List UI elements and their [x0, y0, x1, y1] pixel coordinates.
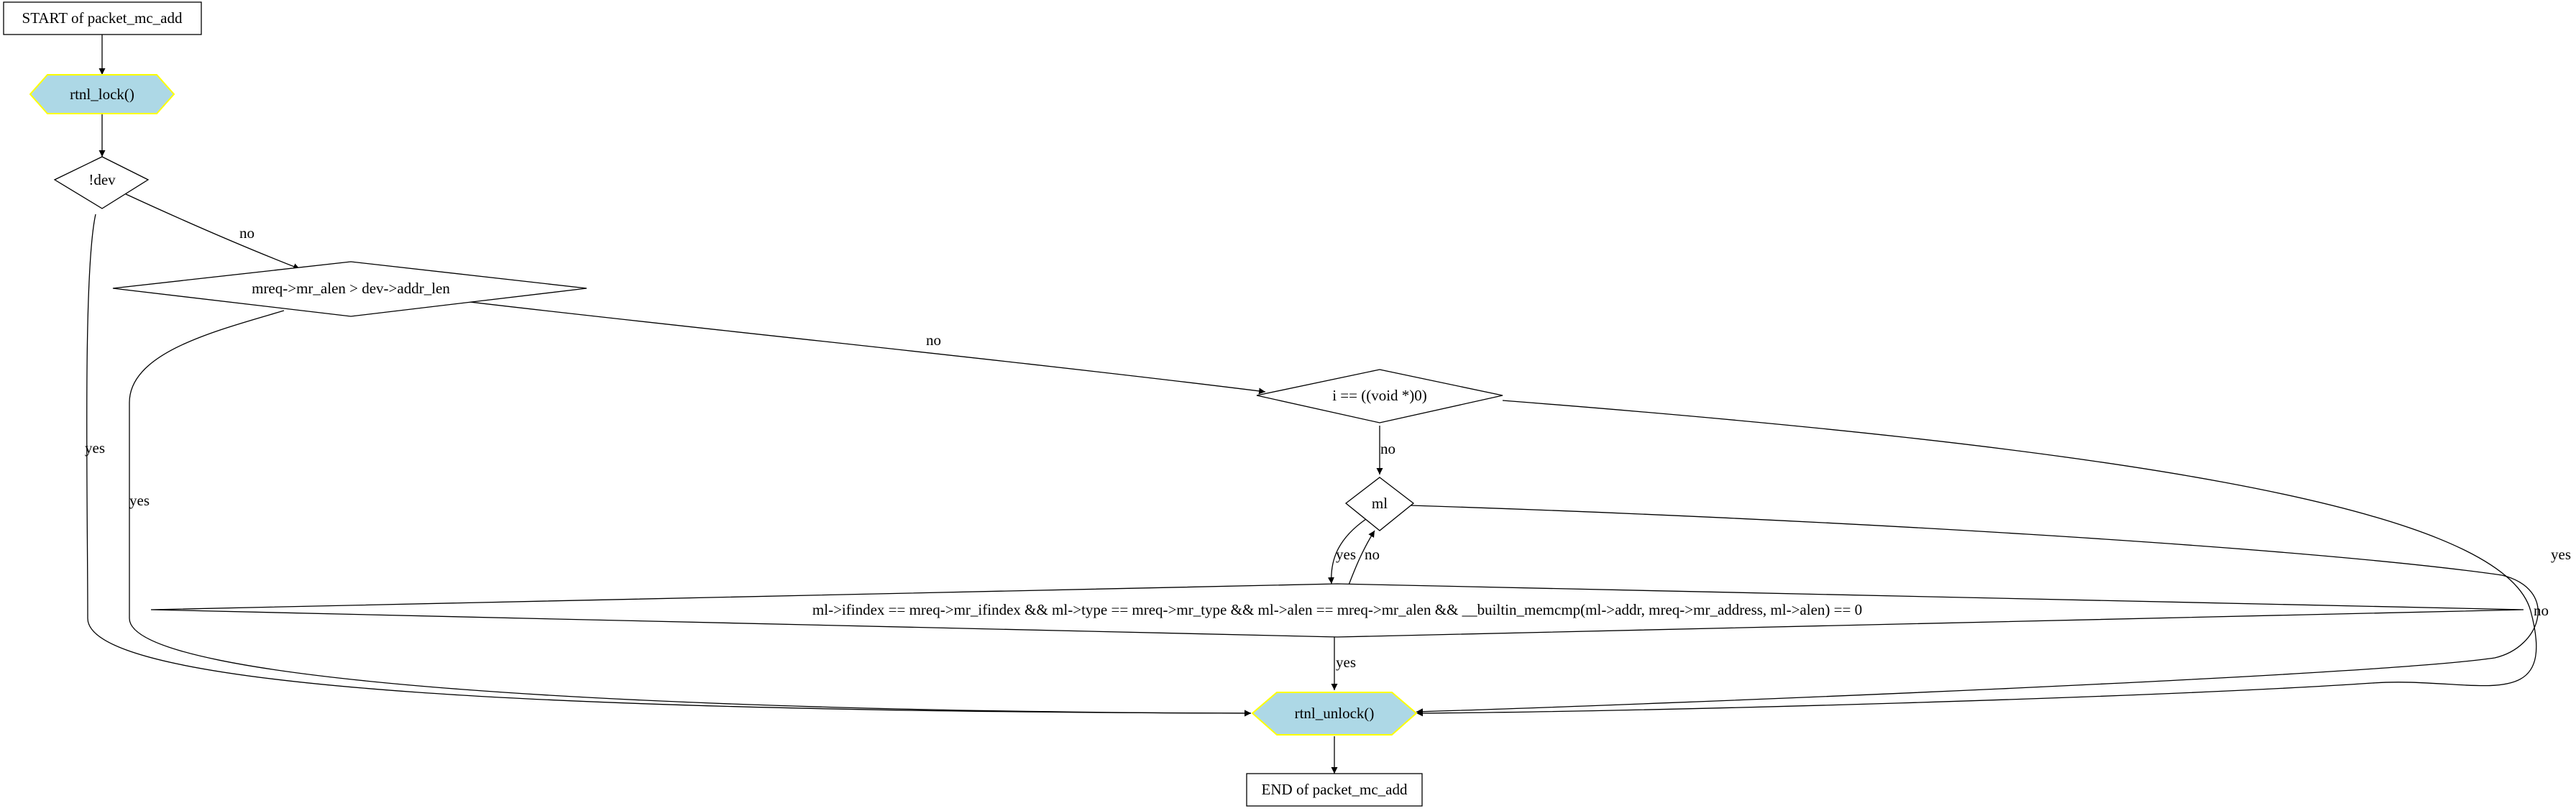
node-start-label: START of packet_mc_add [22, 9, 183, 27]
node-ml-check-label: ml [1372, 495, 1388, 512]
edge-ml-no [1410, 505, 2539, 715]
node-dev-check: !dev [53, 156, 150, 209]
node-i-check-label: i == ((void *)0) [1332, 387, 1427, 404]
node-i-check: i == ((void *)0) [1256, 369, 1503, 423]
edge-label-i-no: no [1380, 440, 1395, 457]
edge-label-i-yes: yes [2551, 546, 2571, 563]
edge-dev-yes [86, 214, 1252, 717]
node-unlock: rtnl_unlock() [1251, 692, 1418, 736]
edge-label-alen-yes: yes [129, 492, 150, 509]
edge-label-ml-no: no [1365, 546, 1380, 563]
edge-label-match-no: no [2534, 602, 2549, 619]
node-alen-check-label: mreq->mr_alen > dev->addr_len [252, 280, 450, 297]
node-alen-check: mreq->mr_alen > dev->addr_len [112, 261, 587, 317]
edge-alen-no [445, 298, 1266, 395]
node-lock: rtnl_lock() [29, 74, 175, 114]
node-match-check-label: ml->ifindex == mreq->mr_ifindex && ml->t… [812, 601, 1862, 618]
node-match-check: ml->ifindex == mreq->mr_ifindex && ml->t… [150, 583, 2524, 638]
edge-i-yes [1416, 400, 2537, 717]
node-start: START of packet_mc_add [3, 1, 202, 35]
node-lock-label: rtnl_lock() [70, 86, 134, 103]
edge-label-match-yes: yes [1336, 654, 1356, 671]
edge-ml-yes [1327, 518, 1367, 585]
node-unlock-label: rtnl_unlock() [1295, 705, 1375, 722]
node-end: END of packet_mc_add [1246, 773, 1423, 807]
node-ml-check: ml [1344, 477, 1415, 531]
edge-label-dev-yes: yes [85, 439, 105, 457]
edge-alen-yes [129, 310, 1252, 717]
node-end-label: END of packet_mc_add [1262, 781, 1408, 798]
edge-label-alen-no: no [926, 331, 941, 349]
edge-label-dev-no: no [239, 224, 255, 242]
edge-label-ml-yes: yes [1336, 546, 1356, 563]
edge-match-no [1347, 530, 1375, 587]
edge-dev-no [125, 193, 301, 270]
node-dev-check-label: !dev [88, 171, 116, 188]
